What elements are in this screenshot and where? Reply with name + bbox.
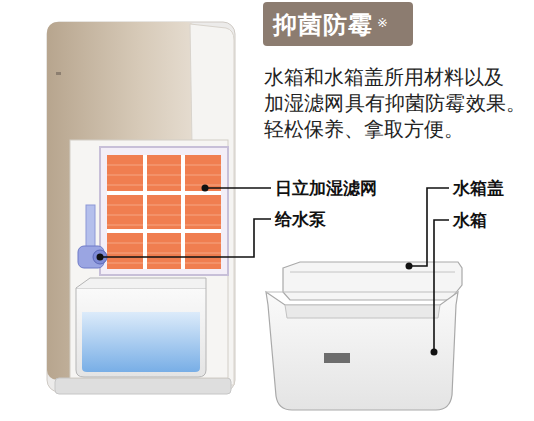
filter-frame <box>100 147 228 275</box>
leader-dot <box>406 263 413 270</box>
leader-lines <box>100 188 449 352</box>
filter-texture <box>107 165 221 263</box>
heading-badge: 抑菌防霉 ※ <box>263 2 413 46</box>
grid-line <box>107 191 221 195</box>
leader-dot <box>431 349 438 356</box>
filter-texture-lines <box>107 165 221 263</box>
part-label: 水箱盖 <box>453 177 504 199</box>
footnote-mark: ※ <box>377 15 388 30</box>
filter-grid <box>107 155 221 269</box>
heading-text: 抑菌防霉 <box>273 11 373 39</box>
tank-lid <box>283 262 462 300</box>
description-block: 水箱和水箱盖所用材料以及加湿滤网具有抑菌防霉效果。轻松保养、拿取方便。 <box>264 64 526 142</box>
unit-tank-rim <box>76 278 206 288</box>
leader-line <box>409 188 449 266</box>
line-spacer <box>504 64 526 90</box>
lid-edge <box>290 272 455 273</box>
unit-base <box>55 378 231 394</box>
unit-body <box>47 22 235 392</box>
water-tank <box>266 292 458 410</box>
water <box>82 312 200 372</box>
unit-tank <box>76 288 206 377</box>
tank-inner <box>285 305 440 318</box>
part-label: 日立加湿滤网 <box>275 177 377 199</box>
grid-line <box>107 229 221 233</box>
description-text: 水箱和水箱盖所用材料以及加湿滤网具有抑菌防霉效果。轻松保养、拿取方便。 <box>264 65 526 141</box>
tank-sticker <box>324 353 350 363</box>
grid-line <box>143 155 147 269</box>
leader-line <box>434 220 449 352</box>
grid-line <box>181 155 185 269</box>
tank-rim <box>266 292 458 293</box>
humidifying-filter <box>107 155 221 269</box>
water-pump <box>78 246 104 268</box>
leader-dot <box>202 185 209 192</box>
leader-dot <box>97 254 104 261</box>
part-label: 水箱 <box>453 209 487 231</box>
leader-dots <box>97 185 438 356</box>
leader-line <box>100 219 271 257</box>
leader-line <box>205 187 271 189</box>
cutaway <box>70 140 228 378</box>
unit-logo <box>56 72 61 75</box>
part-label: 给水泵 <box>275 208 326 230</box>
